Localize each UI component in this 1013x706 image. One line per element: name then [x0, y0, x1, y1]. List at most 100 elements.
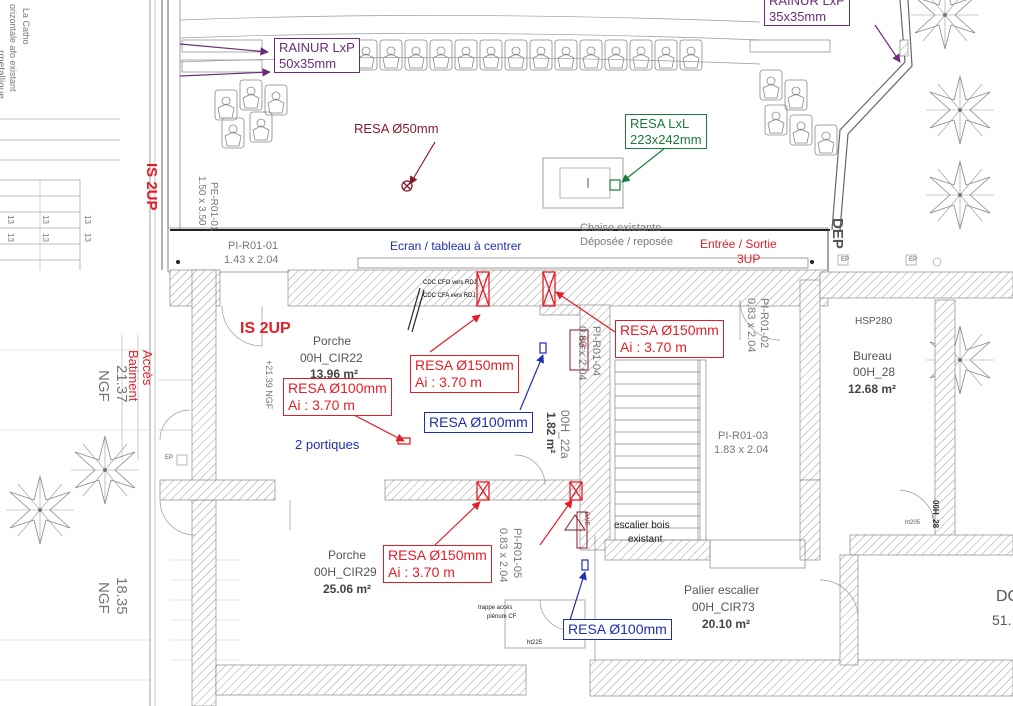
door-pi-r01-01-size: 1.43 x 2.04 [224, 254, 279, 266]
door-pi-r01-01-code: PI-R01-01 [228, 240, 279, 252]
ngf-top-unit: NGF [95, 370, 112, 402]
room-palier-name: Palier escalier [684, 583, 760, 597]
room-bureau-name: Bureau [853, 349, 892, 363]
corner-text-3: La Catho [21, 8, 31, 45]
deux-portiques-label: 2 portiques [295, 437, 360, 452]
room-right-partial-area: 51. [992, 612, 1012, 628]
corner-text-2: orizontale afo existant [8, 4, 18, 92]
room-palier-code: 00H_CIR73 [692, 600, 755, 614]
resa-100-bottom-box: RESA Ø100mm [563, 619, 672, 640]
staircase [614, 359, 707, 541]
resa-100-left-box: RESA Ø100mm Ai : 3.70 m [283, 378, 392, 416]
room-porche-29-area: 25.06 m² [323, 582, 372, 596]
resa-lxl-size: 223x242mm [630, 131, 702, 147]
resa-100-left-ai: Ai : 3.70 m [288, 396, 355, 413]
entree-sortie-label: Entrée / Sortie [700, 237, 777, 251]
room-porche-22-area: 13.96 m² [310, 367, 359, 381]
rainur-right-title: RAINUR LxP [769, 0, 845, 8]
amphitheater-room [161, 0, 913, 290]
resa-blue-markers [539, 342, 589, 571]
resa-markers [397, 180, 583, 501]
cdc-conduit [407, 287, 425, 333]
door-pi-r01-05-code: PI-R01-05 [511, 528, 523, 579]
resa-150-bottom-title: RESA Ø150mm [388, 547, 487, 563]
leader-arrows [179, 24, 901, 621]
room-22a-code: 00H_22a [558, 410, 572, 459]
room-right-partial-name: DO [996, 588, 1013, 605]
door-pi-r01-03-code: PI-R01-03 [718, 430, 769, 442]
ep-label-right-1: EP [841, 257, 850, 263]
cdc-cfo-label: CDC CFO vers RDJ [423, 280, 477, 286]
stair-number: 13 [41, 233, 50, 242]
chaise-label-1: Chaise existante [580, 222, 662, 234]
escalier-label-1: escalier bois [614, 520, 670, 531]
is-2up-vertical: IS 2UP [143, 163, 160, 211]
door-pi-r01-02-code: PI-R01-02 [758, 298, 770, 349]
ecran-label: Ecran / tableau à centrer [390, 239, 522, 253]
corner-text-1: rmetallique [0, 50, 6, 99]
stair-number: 13 [83, 215, 92, 224]
stair-number: 13 [83, 233, 92, 242]
room-porche-29-code: 00H_CIR29 [314, 565, 377, 579]
resa-150-bottom-box: RESA Ø150mm Ai : 3.70 m [383, 545, 492, 583]
room-22a-area: 1.82 m² [544, 412, 558, 454]
resa-lxl-title: RESA LxL [630, 116, 690, 131]
rainur-left-title: RAINUR LxP [279, 40, 355, 55]
ht225-label: ht225 [527, 640, 543, 646]
resa-150-top-right-ai: Ai : 3.70 m [620, 338, 687, 355]
entree-sortie-3up: 3UP [737, 252, 761, 266]
resa-150-top-right-box: RESA Ø150mm Ai : 3.70 m [615, 320, 724, 358]
ht205-label: ht205 [905, 520, 921, 526]
baie-label: BAIE [578, 336, 584, 350]
room-porche-29-name: Porche [328, 548, 367, 562]
ngf-top-value: 21.37 [113, 365, 130, 403]
door-pi-r01-05-size: 0.83 x 2.04 [497, 528, 509, 583]
resa-100-mid-box: RESA Ø100mm [424, 412, 533, 433]
ngf-bottom-value: 18.35 [113, 577, 130, 615]
room-porche-22-name: Porche [313, 334, 352, 348]
stair-number: 13 [6, 233, 15, 242]
baie-label-2: BAIE [583, 512, 589, 526]
rainur-right-size: 35x35mm [769, 8, 827, 24]
escalier-label-2: existant [628, 534, 663, 545]
walls [159, 269, 1013, 706]
ngf-bottom-unit: NGF [95, 582, 112, 614]
resa-150-top-right-title: RESA Ø150mm [620, 322, 719, 338]
ngf-plus-label: +21.39 NGF [264, 360, 274, 410]
door-swings [159, 299, 936, 631]
acces-label-1: Accès [140, 350, 155, 386]
rainur-left-size: 50x35mm [279, 55, 337, 71]
resa-150-mid-ai: Ai : 3.70 m [415, 373, 482, 390]
door-00h28-label: 00H_28 [931, 500, 940, 529]
hsp280-label: HSP280 [855, 316, 893, 327]
resa-100-bottom-label: RESA Ø100mm [568, 621, 667, 637]
door-pi-r01-02-size: 0.83 x 2.04 [745, 298, 757, 353]
room-bureau-code: 00H_28 [853, 365, 896, 379]
is-2up-label: IS 2UP [240, 320, 291, 337]
door-pe-r01-code: PE-R01-01 [208, 182, 219, 232]
ep-symbols [176, 254, 942, 466]
door-pi-r01-03-size: 1.83 x 2.04 [714, 444, 769, 456]
trappe-label-1: trappe accès [478, 605, 513, 611]
resa-150-mid-box: RESA Ø150mm Ai : 3.70 m [410, 355, 519, 393]
room-palier-area: 20.10 m² [702, 617, 751, 631]
resa-100-left-title: RESA Ø100mm [288, 380, 387, 396]
stair-number: 13 [41, 215, 50, 224]
resa-50-label: RESA Ø50mm [354, 121, 439, 136]
door-pi-r01-04-code: PI-R01-04 [590, 326, 602, 377]
stair-number: 13 [6, 215, 15, 224]
room-bureau-area: 12.68 m² [848, 382, 897, 396]
ep-label-right-2: EP [909, 257, 918, 263]
door-pe-r01-size: 1.50 x 3.50 [196, 176, 207, 226]
room-porche-22-code: 00H_CIR22 [300, 351, 363, 365]
chaise-label-2: Déposée / reposée [580, 236, 673, 248]
rainur-left-box: RAINUR LxP 50x35mm [274, 38, 360, 74]
ep-label-left: EP [165, 455, 174, 461]
rainur-right-box: RAINUR LxP 35x35mm [764, 0, 850, 27]
resa-lxl-box: RESA LxL 223x242mm [625, 114, 707, 150]
cdc-cfa-label: CDC CFA vers RDJ [423, 293, 476, 299]
resa-100-mid-label: RESA Ø100mm [429, 414, 528, 430]
resa-150-mid-title: RESA Ø150mm [415, 357, 514, 373]
door-pi-r01-04-size: 0.83 x 2.04 [576, 326, 588, 381]
